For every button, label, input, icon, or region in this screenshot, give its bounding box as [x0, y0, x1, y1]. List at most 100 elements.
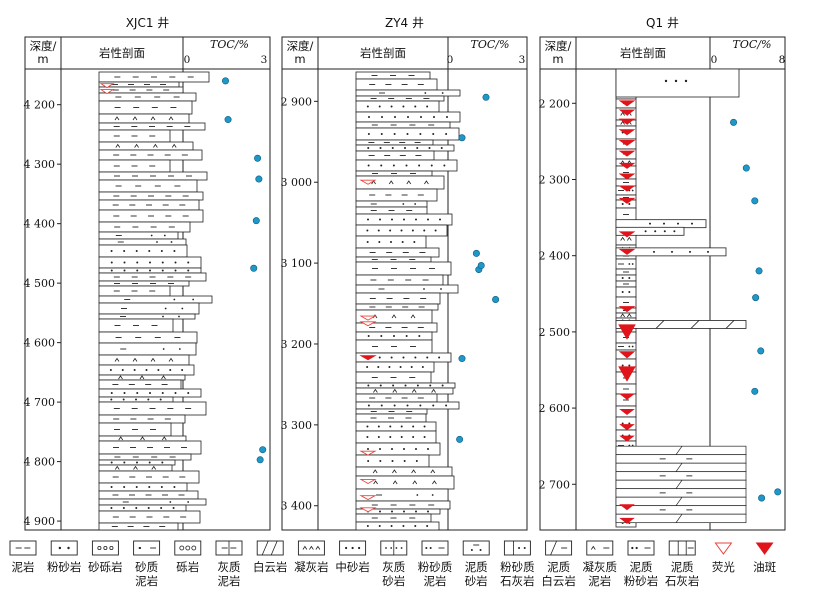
dot-mark	[631, 263, 634, 265]
toc-point	[252, 217, 260, 225]
dot-mark	[395, 547, 398, 549]
toc-point	[477, 262, 485, 270]
dot-mark	[429, 384, 432, 387]
lithology-bed	[355, 284, 459, 294]
dot-mark	[390, 241, 392, 243]
toc-header: TOC/%	[733, 38, 772, 51]
dot-mark	[192, 298, 195, 301]
caret-mark	[406, 180, 412, 185]
dot-mark	[136, 261, 139, 264]
dot-mark	[390, 105, 393, 108]
dot-mark	[367, 218, 369, 221]
lithology-bed	[355, 121, 451, 129]
dot-mark	[173, 486, 176, 488]
dot-mark	[161, 261, 164, 264]
lithology-bed	[98, 313, 196, 320]
caret-mark	[114, 357, 120, 362]
dot-mark	[367, 460, 370, 462]
depth-tick-label: 2 200	[539, 97, 571, 110]
dot-mark	[138, 547, 141, 549]
dot-mark	[181, 307, 184, 310]
depth-tick-label: 3 000	[281, 176, 313, 189]
depth-tick-label: 4 200	[24, 99, 56, 112]
legend-label: 泥质	[547, 560, 570, 574]
dot-mark	[135, 250, 138, 252]
legend-label: 粉砂质	[418, 560, 453, 574]
caret-mark	[132, 357, 138, 362]
dot-mark	[414, 356, 417, 359]
dot-mark	[160, 507, 163, 509]
lithology-bed	[615, 454, 747, 464]
legend-label: 泥质	[630, 560, 653, 574]
lithology-bed	[355, 261, 452, 276]
depth-tick-label: 2 500	[539, 326, 571, 339]
caret-mark	[309, 545, 314, 550]
caret-mark	[139, 375, 145, 380]
dot-mark	[399, 366, 402, 368]
dot-mark	[654, 230, 657, 233]
lithology-bed	[98, 414, 186, 424]
toc-point	[250, 264, 258, 272]
legend-label: 粉砂岩	[624, 574, 659, 588]
dot-mark	[649, 222, 651, 225]
dot-mark	[392, 164, 395, 167]
legend-swatch	[714, 542, 733, 555]
caret-mark	[620, 313, 625, 318]
caret-mark	[168, 357, 174, 362]
toc-point	[492, 295, 500, 303]
depth-tick-label: 4 800	[24, 456, 56, 469]
oil-stain-mark	[619, 504, 635, 511]
toc-point	[255, 175, 263, 183]
dot-mark	[163, 234, 166, 237]
dot-mark	[110, 269, 113, 272]
dot-mark	[123, 261, 126, 264]
caret-mark	[432, 480, 437, 485]
legend-label: 泥岩	[12, 560, 35, 574]
depth-header: m	[552, 52, 563, 66]
dot-mark	[380, 404, 383, 407]
legend-glyph	[191, 545, 197, 551]
dot-mark	[145, 369, 148, 371]
lithology-column	[615, 68, 747, 528]
dot-mark	[367, 384, 370, 387]
dot-mark	[677, 222, 679, 225]
dot-mark	[377, 366, 380, 368]
dot-mark	[377, 425, 380, 428]
dot-mark	[160, 250, 163, 252]
dolomite-mark	[675, 479, 683, 489]
toc-point	[742, 164, 750, 172]
dot-mark	[428, 147, 431, 149]
dot-mark	[389, 436, 392, 438]
dot-mark	[403, 448, 405, 450]
dot-mark	[635, 546, 638, 550]
dolomite-mark	[675, 462, 683, 472]
legend-item-6: 白云岩	[253, 540, 288, 574]
depth-tick-label: 4 400	[24, 218, 56, 231]
dot-mark	[380, 335, 383, 337]
dolomite-mark	[725, 320, 735, 329]
caret-mark	[590, 545, 596, 550]
dot-mark	[438, 356, 441, 359]
oil-stain-mark	[618, 248, 636, 255]
dot-mark	[169, 369, 172, 371]
dot-mark	[414, 203, 417, 205]
legend-label: 白云岩	[253, 560, 288, 574]
legend-swatch	[503, 540, 531, 556]
dot-mark	[628, 203, 631, 205]
legend-swatch	[9, 540, 37, 556]
dot-mark	[367, 335, 370, 337]
dot-mark	[412, 425, 415, 428]
toc-point	[751, 197, 759, 205]
dot-mark	[391, 448, 393, 450]
dot-mark	[403, 510, 405, 513]
lithology-bed	[98, 179, 198, 193]
dot-mark	[628, 263, 631, 265]
toc-point	[256, 456, 264, 464]
dot-mark	[418, 164, 421, 167]
dot-mark	[393, 133, 396, 135]
lithology-bed	[98, 354, 190, 366]
toc-point	[751, 387, 759, 395]
dot-mark	[653, 250, 655, 253]
